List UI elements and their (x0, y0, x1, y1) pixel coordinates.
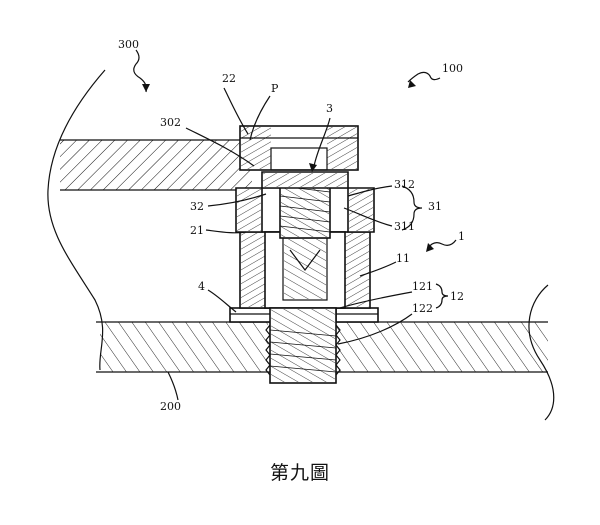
figure-caption: 第九圖 (269, 462, 330, 484)
label-300: 300 (118, 38, 139, 51)
label-100: 100 (442, 62, 463, 75)
label-311: 311 (394, 220, 415, 233)
label-11: 11 (396, 252, 410, 265)
cap-22 (239, 125, 359, 171)
label-P: P (271, 82, 279, 95)
reference-labels: 300 100 22 P 3 302 312 31 311 32 21 1 11… (118, 38, 465, 413)
label-4: 4 (198, 280, 205, 293)
label-122: 122 (412, 302, 433, 315)
label-31: 31 (428, 200, 442, 213)
seat-31 (235, 187, 375, 233)
label-312: 312 (394, 178, 415, 191)
label-22: 22 (222, 72, 236, 85)
screw-3 (261, 171, 349, 239)
bolt-12 (265, 307, 341, 384)
leader-lines (133, 49, 457, 401)
label-200: 200 (160, 400, 181, 413)
label-1: 1 (458, 230, 465, 243)
label-302: 302 (160, 116, 181, 129)
label-21: 21 (190, 224, 204, 237)
nut-body-11 (239, 231, 371, 309)
label-3: 3 (326, 102, 333, 115)
label-121: 121 (412, 280, 433, 293)
washer-4 (229, 307, 379, 323)
label-12: 12 (450, 290, 464, 303)
label-32: 32 (190, 200, 204, 213)
